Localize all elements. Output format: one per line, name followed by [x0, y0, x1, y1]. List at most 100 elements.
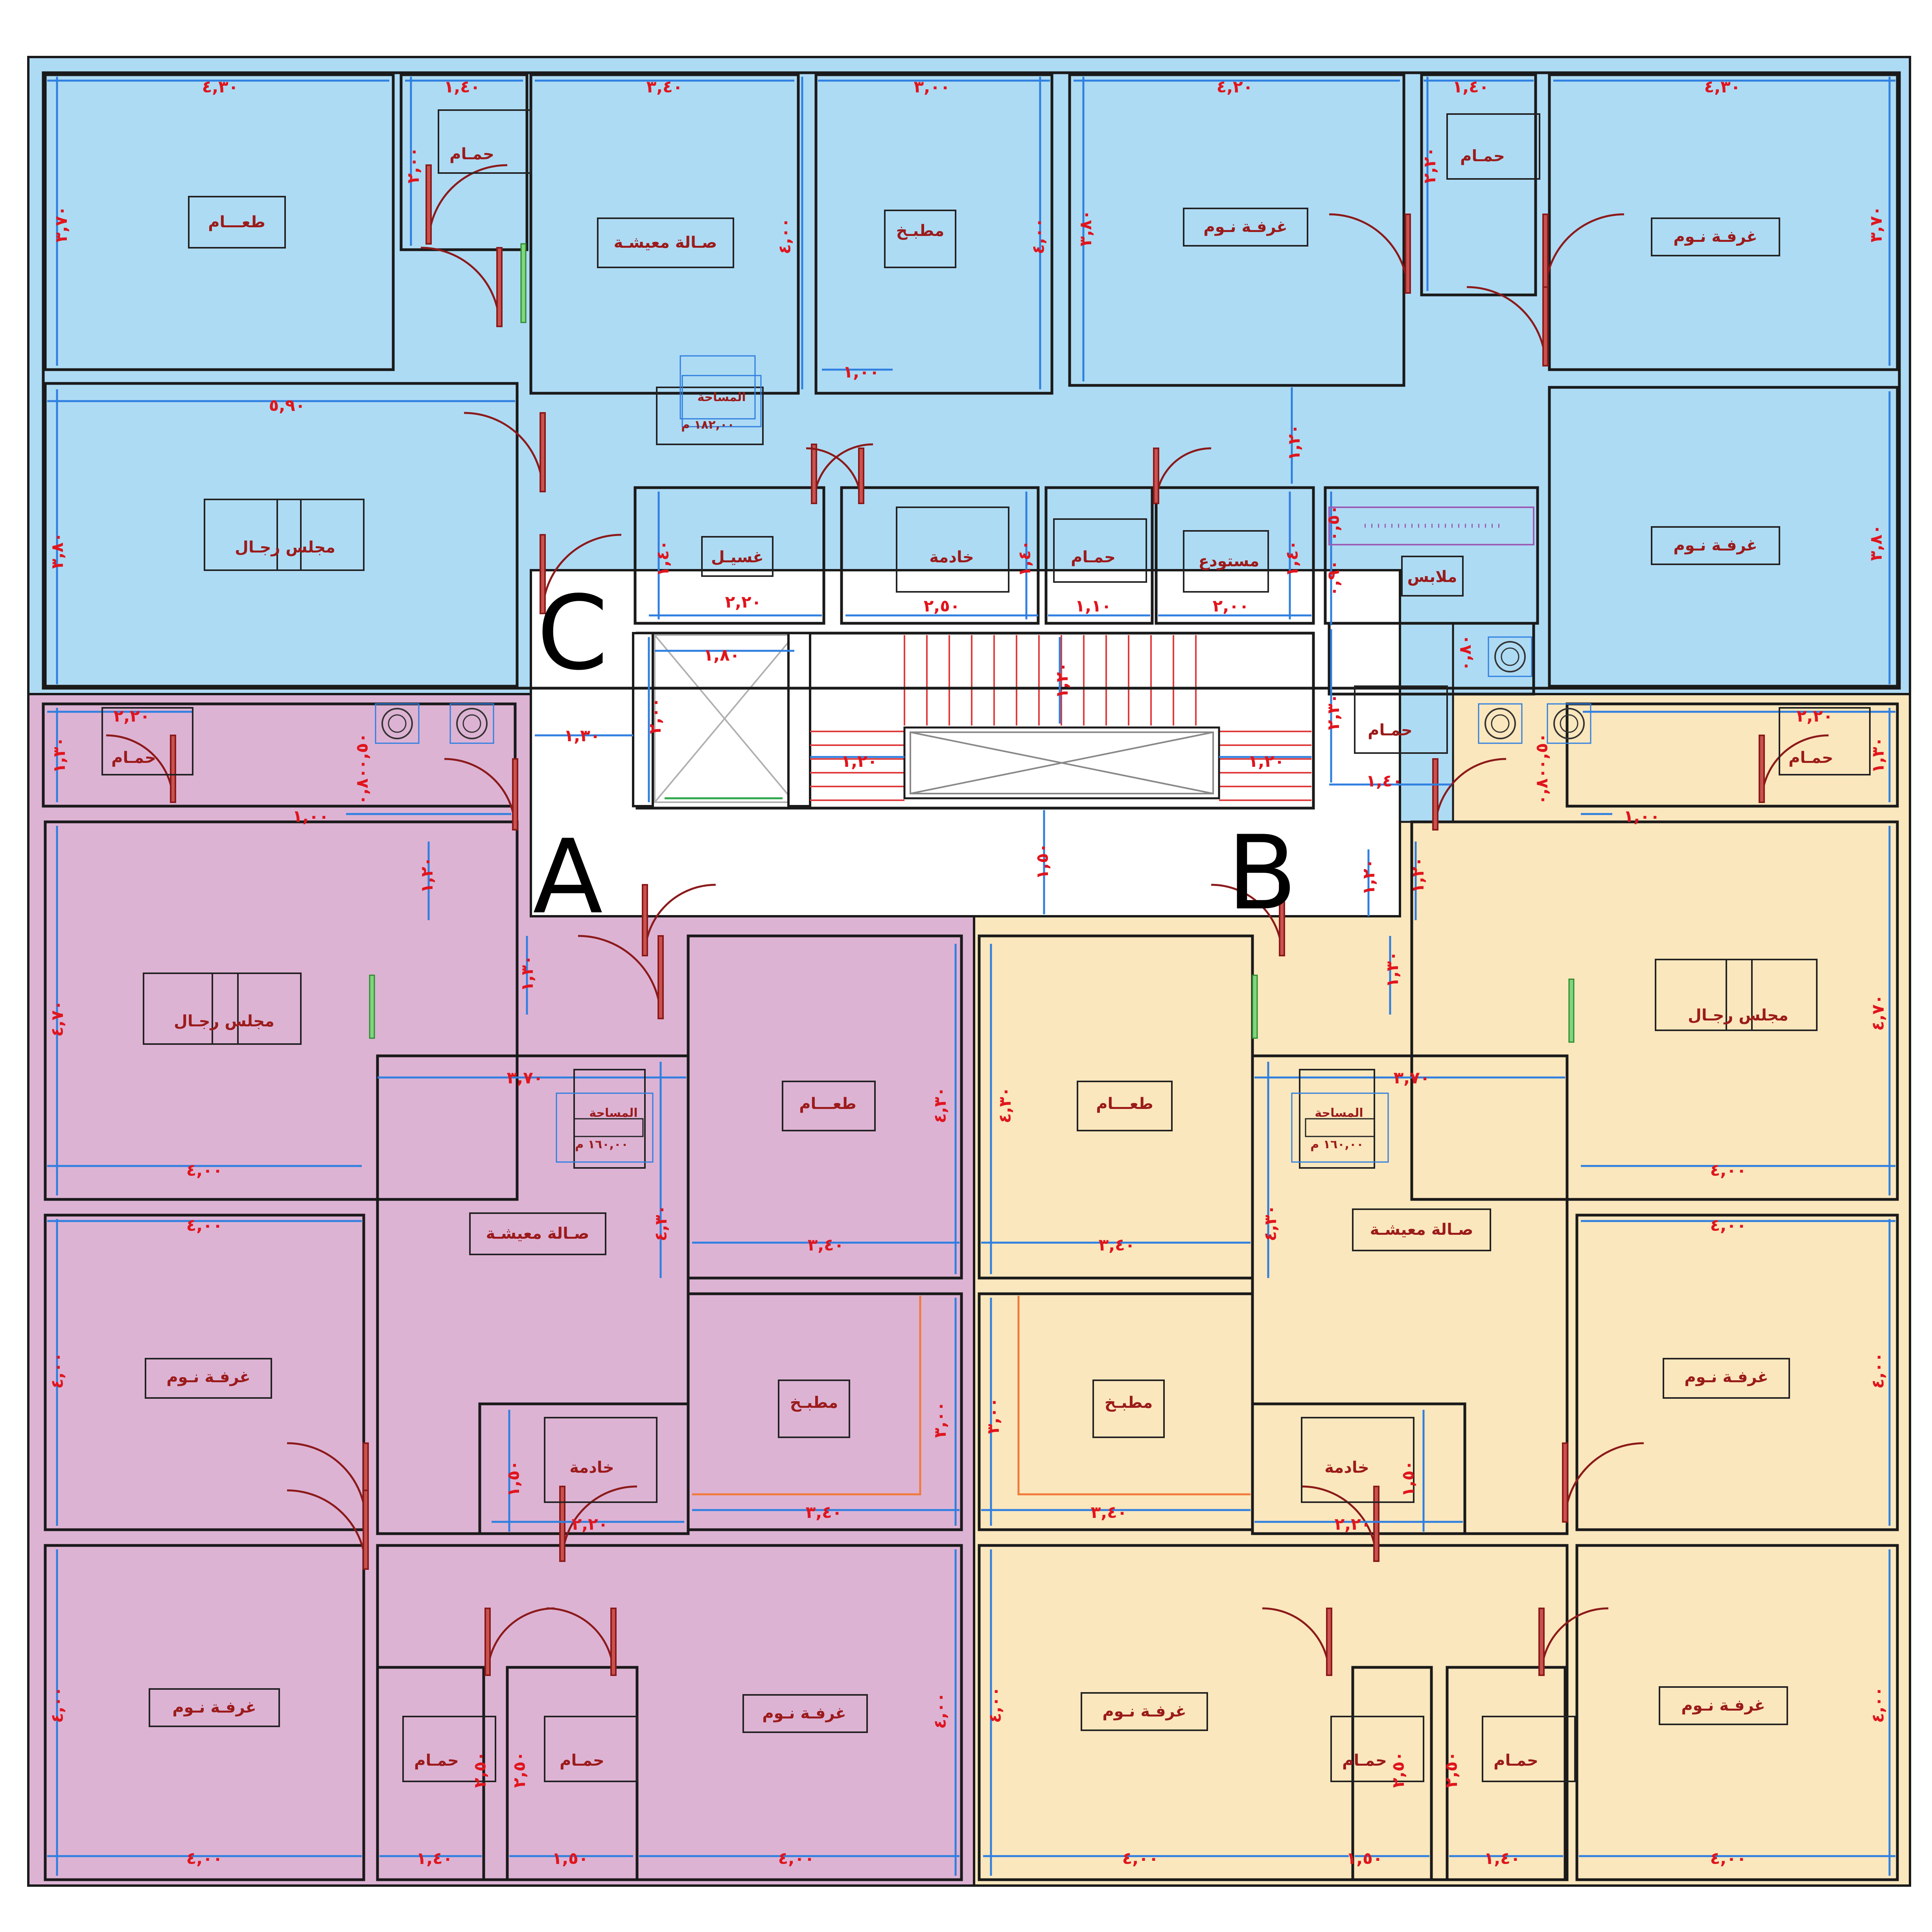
shaft-inner: [388, 714, 407, 733]
dimension-label: ٤,٠٠: [1029, 218, 1048, 254]
door-leaf: [1542, 214, 1549, 294]
dimension-label: ٤,٠٠: [1122, 1849, 1159, 1868]
dimension-label: ٤,٧٠: [1868, 995, 1888, 1031]
unit-a-dimensions: ٢,٢٠ ١,٣٠ ٠,٥٠ ٠,٨٠ ١,٠٠ ١,٢٠ ٤,٧٠ ١,٣٠ …: [48, 706, 950, 1868]
room-label-bedroom: غرفـة نـوم: [1684, 1368, 1768, 1386]
window: [1252, 974, 1258, 1039]
dimension-label: ١,٢٠: [417, 857, 436, 893]
room-label-bedroom: غرفـة نـوم: [1102, 1702, 1186, 1720]
door-leaf: [1432, 758, 1438, 831]
room-label-kitchen: مطبـخ: [1105, 1394, 1153, 1412]
room-label-bath: حمـام: [1368, 721, 1413, 739]
dimension-label: ٠,٩٠: [1324, 560, 1343, 597]
room-label-dining: طعـــام: [1096, 1095, 1153, 1113]
room-label-bedroom: غرفـة نـوم: [1681, 1696, 1765, 1715]
dimension-label: ١,٤٠: [1015, 540, 1034, 577]
dimension-label: ٤,٣٠: [1261, 1205, 1280, 1241]
room-label-bath: حمـام: [1788, 749, 1833, 767]
dimension-label: ٢,٣٠: [1324, 694, 1343, 730]
shaft-inner: [1491, 714, 1510, 733]
dimension-label: ١,٢٠: [841, 751, 878, 771]
dimension-label: ١,٤٠: [1453, 77, 1489, 96]
shaft-box: [1488, 636, 1532, 677]
dimension-label: ٤,٠٠: [985, 1687, 1005, 1723]
door-leaf: [484, 1608, 491, 1676]
dimension-label: ١,٥٠: [1398, 1461, 1418, 1497]
dimension-label: ٢,٥٠: [1389, 1752, 1408, 1788]
dimension-label: ٣,٠٠: [914, 77, 950, 96]
dimension-label: ٢,٢٠: [1420, 147, 1439, 184]
dimension-label: ٠,٨٠: [1455, 635, 1475, 671]
door-leaf: [425, 164, 432, 245]
door-leaf: [540, 412, 546, 492]
dimension-label: ٠,٥٠: [1532, 733, 1551, 770]
dimension-label: ٣,٤٠: [1099, 1235, 1135, 1254]
dimension-label: ٤,٠٠: [186, 1216, 223, 1235]
dimension-label: ٣,٧٠: [52, 206, 71, 243]
room-label-dining: طعـــام: [208, 213, 265, 231]
dimension-label: ٣,٧٠: [1394, 1068, 1430, 1087]
dimension-label: ٢,٢٠: [1335, 1514, 1371, 1534]
dimension-label: ٣,٠٠: [983, 1398, 1003, 1434]
room-label-bath: حمـام: [1071, 548, 1116, 566]
dimension-label: ١,٤٠: [653, 540, 672, 577]
door-leaf: [540, 534, 546, 614]
dimension-label: ١,٠٠: [843, 362, 880, 381]
stair-well: [903, 726, 1220, 799]
dimension-label: ٢,٥٠: [924, 596, 960, 615]
dimension-label: ١,٢٠: [1248, 751, 1285, 771]
dimension-label: ٢,٥٠: [470, 1752, 490, 1788]
dimension-label: ٣,٧٠: [1866, 206, 1886, 243]
dimension-label: ١,٢٠: [1284, 424, 1304, 461]
dimension-label: ١,٥٠: [1033, 843, 1052, 880]
area-value: ١٦٠,٠٠ م: [575, 1138, 628, 1151]
dimension-label: ٣,٤٠: [806, 1503, 842, 1522]
room-label-bedroom: غرفـة نـوم: [762, 1704, 846, 1722]
dimension-label: ١,٤٠: [416, 1849, 453, 1868]
door-leaf: [1326, 1608, 1332, 1676]
room-label-bedroom: غرفـة نـوم: [1203, 218, 1287, 236]
dimension-label: ٣,٨٠: [1866, 525, 1886, 561]
dimension-label: ٤,٠٠: [186, 1849, 223, 1868]
dimension-label: ٤,٠٠: [1710, 1216, 1747, 1235]
door-leaf: [512, 758, 518, 831]
dimension-label: ١,٢٠: [1359, 859, 1378, 895]
kitchen-counter: [1017, 1296, 1251, 1496]
window: [1568, 978, 1575, 1043]
dimension-label: ٤,٠٠: [186, 1160, 223, 1180]
dimension-label: ٢,٠٠: [1213, 596, 1249, 615]
door-leaf: [496, 247, 503, 327]
door-leaf: [610, 1608, 617, 1676]
dimension-label: ٣,٤٠: [646, 77, 683, 96]
walls: [42, 71, 1901, 1881]
stair-flights: [810, 635, 1311, 801]
dimension-label: ١,٠٠: [1624, 807, 1660, 826]
dimension-label: ٤,٠٠: [930, 1693, 950, 1729]
room-label-bedroom: غرفـة نـوم: [172, 1698, 256, 1717]
dimension-label: ٣,٠٠: [930, 1402, 950, 1438]
dimension-label: ٣,٤٠: [808, 1235, 844, 1254]
door-leaf: [1373, 1486, 1379, 1562]
unit-b-dimensions: ٢,٢٠ ١,٣٠ ٠,٥٠ ٠,٨٠ ١,٠٠ ١,٢٠ ٤,٧٠ ١,٣٠ …: [983, 706, 1888, 1868]
door-leaf: [1153, 448, 1159, 504]
dimension-label: ٤,٣٠: [1704, 77, 1741, 96]
door-leaf: [1542, 286, 1549, 367]
door-leaf: [170, 735, 176, 803]
area-value: ١٦٠,٠٠ م: [1310, 1138, 1363, 1151]
room-label-bath: حمـام: [1460, 147, 1505, 165]
door-leaf: [559, 1486, 565, 1562]
room-label-storage: مستودع: [1199, 552, 1260, 570]
dimension-label: ٤,٠٠: [48, 1352, 67, 1389]
door-leaf: [363, 1490, 369, 1570]
dimension-label: ٣,٤٠: [1091, 1503, 1127, 1522]
dimension-label: ٠,٥٠: [1324, 505, 1343, 541]
unit-a-room-labels: حمـام مجلس رجـال طعـــام صـالة معيشـة ال…: [101, 707, 876, 1782]
room-label-kitchen: مطبـخ: [790, 1394, 838, 1412]
area-stamp: المساحة ١٦٠,٠٠ م: [556, 1069, 654, 1169]
shaft-inner: [462, 714, 481, 733]
dimension-label: ١,٢٠: [1052, 662, 1072, 699]
dimension-label: ١,٣٠: [564, 726, 600, 745]
shaft: [1484, 708, 1516, 739]
dimension-label: ٤,٠٠: [1868, 1352, 1888, 1389]
